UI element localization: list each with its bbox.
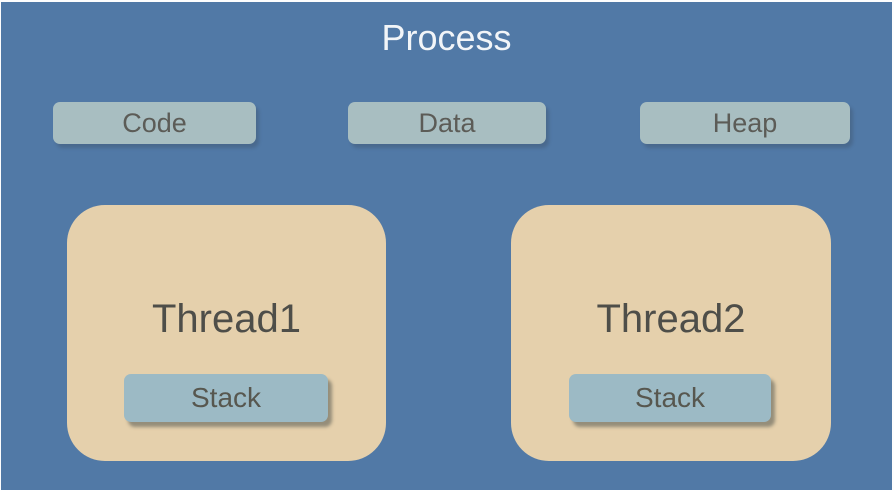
thread1-stack-box: Stack [124,374,328,422]
data-segment-label: Data [418,107,476,138]
heap-segment-box: Heap [640,102,850,144]
heap-segment-label: Heap [712,107,778,138]
thread2-stack-box: Stack [569,374,771,422]
thread2-card: Thread2 Stack [511,205,831,461]
data-segment-box: Data [348,102,546,144]
thread2-stack-label: Stack [634,382,706,413]
thread1-stack-label: Stack [190,382,262,413]
code-segment-box: Code [53,102,256,144]
thread2-label: Thread2 [596,297,746,341]
code-segment-label: Code [122,107,187,138]
process-title: Process [381,17,512,58]
thread1-label: Thread1 [152,297,301,341]
thread1-card: Thread1 Stack [67,205,386,461]
